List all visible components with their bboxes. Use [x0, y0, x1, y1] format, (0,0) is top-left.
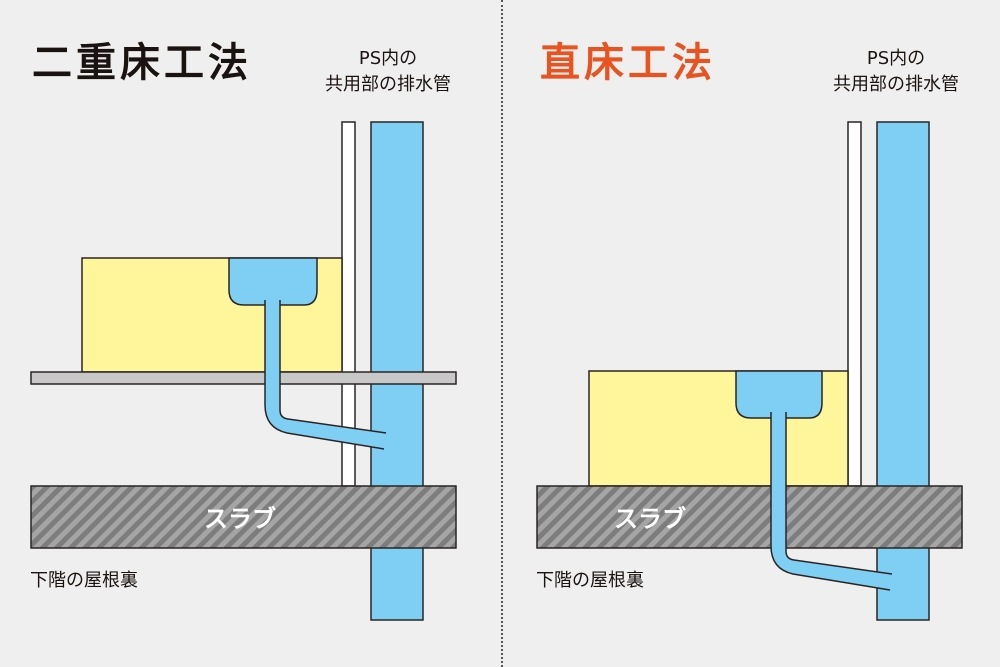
branch-drain-pipe	[771, 412, 892, 590]
slab	[30, 485, 457, 549]
branch-pipe-outline-outer	[264, 300, 385, 450]
ps-label-line1: PS内の	[358, 48, 418, 69]
ps-drain-pipe-label: PS内の 共用部の排水管	[308, 46, 468, 98]
lower-floor-attic-label: 下階の屋根裏	[536, 570, 644, 591]
branch-pipe-outline-inner	[785, 412, 893, 575]
panel-direct-floor: 直床工法 PS内の 共用部の排水管 スラブ 下階の屋根裏	[500, 0, 1000, 667]
drain-trap	[228, 257, 318, 306]
panel-title: 直床工法	[540, 40, 716, 86]
drain-trap	[735, 370, 823, 419]
ps-label-line1: PS内の	[866, 48, 926, 69]
branch-drain-pipe	[265, 300, 386, 449]
branch-pipe-outline-inner	[279, 300, 387, 434]
slab	[536, 485, 963, 549]
lower-floor-attic-label: 下階の屋根裏	[30, 570, 138, 591]
raised-floor-board	[30, 371, 457, 385]
ps-label-line2: 共用部の排水管	[325, 74, 451, 95]
panel-double-floor: 二重床工法 PS内の 共用部の排水管 スラブ 下階の屋根裏	[30, 40, 468, 621]
double-floor-diagram: スラブ	[30, 121, 457, 621]
direct-floor-diagram: スラブ	[536, 121, 963, 621]
panel-divider	[501, 0, 503, 667]
branch-pipe-outline-outer	[770, 412, 891, 591]
ps-drain-pipe-label: PS内の 共用部の排水管	[816, 46, 976, 98]
slab-label: スラブ	[614, 505, 686, 533]
slab-label: スラブ	[204, 505, 276, 533]
ps-wall	[847, 121, 862, 487]
panel-title: 二重床工法	[32, 40, 252, 86]
ps-label-line2: 共用部の排水管	[833, 74, 959, 95]
